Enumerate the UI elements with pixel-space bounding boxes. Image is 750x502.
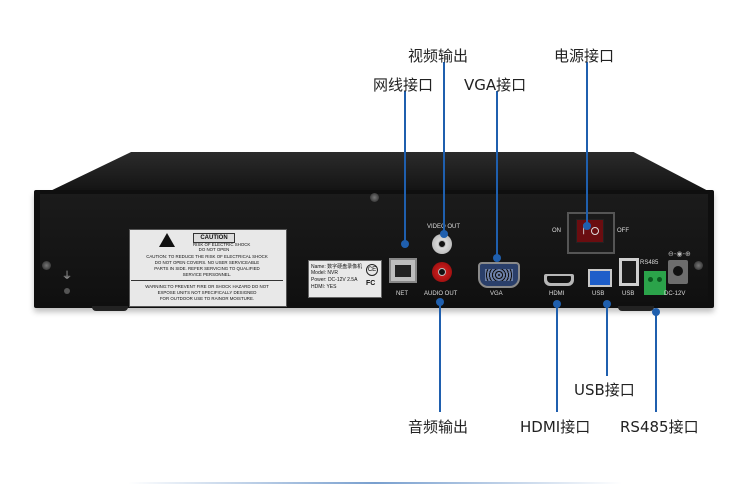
caution-line7: FOR OUTDOOR USE TO RAINOR MOISTURE. [159, 296, 255, 301]
rs485-port-label: RS485 [640, 260, 659, 266]
spec-name: Name: 数字硬盘录像机 [311, 264, 363, 270]
video-out-callout: 视频输出 [408, 47, 469, 65]
switch-off-label: OFF [617, 228, 629, 234]
power-callout-dot [583, 222, 591, 230]
hdmi-callout: HDMI接口 [520, 418, 591, 436]
screw-right [694, 261, 703, 270]
rs485-callout-line [655, 312, 657, 412]
usb-callout-line [606, 304, 608, 376]
bottom-accent-line [128, 482, 622, 484]
vga-callout-line [496, 91, 498, 258]
video-out-port [432, 234, 452, 254]
dc-power-jack [668, 260, 688, 284]
ground-icon: ⏚ [62, 271, 72, 282]
caution-line3: PARTS IN SIDE. REFER SERVICING TO QUALIF… [154, 266, 260, 271]
caution-line2: DO NOT OPEN COVERS. NO USER SERVICEABLE [154, 260, 260, 265]
device-top-cover [44, 152, 714, 194]
vga-callout: VGA接口 [464, 76, 527, 94]
spec-model: Model: NVR [311, 270, 338, 276]
hdmi-port [544, 274, 574, 286]
usb-port-1 [588, 269, 612, 287]
hdmi-callout-dot [553, 300, 561, 308]
audio-out-callout-dot [436, 298, 444, 306]
video-out-callout-dot [440, 230, 448, 238]
video-out-callout-line [443, 62, 445, 234]
rs485-callout: RS485接口 [620, 418, 699, 436]
caution-line4: SERVICE PERSONNEL. [182, 272, 232, 277]
rs485-callout-dot [652, 308, 660, 316]
hdmi-port-label: HDMI [549, 291, 565, 297]
usb-callout-dot [603, 300, 611, 308]
caution-divider [131, 280, 283, 281]
network-callout-dot [401, 240, 409, 248]
screw-top [370, 193, 379, 202]
warning-triangle-icon [159, 233, 175, 247]
usb-callout: USB接口 [574, 381, 635, 399]
screw-left [42, 261, 51, 270]
caution-sub2: DO NOT OPEN [198, 247, 230, 252]
caution-sub1: RISK OF ELECTRIC SHOCK [193, 242, 251, 247]
caution-line6: EXPOSE UNITS NOT SPECIFICALLY DESIGNED [157, 290, 257, 295]
audio-out-port [432, 262, 452, 282]
rs485-terminal [644, 271, 666, 295]
network-callout: 网线接口 [373, 76, 434, 94]
caution-title: CAUTION [193, 233, 235, 243]
network-callout-line [404, 91, 406, 242]
fc-mark: FC [366, 280, 376, 287]
spec-power: Power: DC-12V 2.5A [311, 277, 358, 283]
switch-on-icon: | [582, 224, 586, 235]
usb-port-2 [619, 258, 639, 286]
audio-out-port-label: AUDIO OUT [424, 291, 458, 297]
power-callout: 电源接口 [554, 47, 615, 65]
usb-port-1-label: USB [592, 291, 605, 297]
vga-port-label: VGA [490, 291, 503, 297]
audio-out-callout-line [439, 302, 441, 412]
spec-hdmi: HDMI: YES [311, 284, 337, 290]
ce-mark-icon: CE [366, 264, 378, 276]
caution-line1: CAUTION: TO REDUCE THE RISK OF ELECTRICA… [146, 254, 268, 259]
network-port [389, 258, 417, 283]
device-foot-right [618, 306, 654, 311]
usb-port-2-label: USB [622, 291, 635, 297]
net-port-label: NET [396, 291, 408, 297]
vga-callout-dot [493, 254, 501, 262]
hdmi-callout-line [556, 304, 558, 412]
caution-line5: WARNING:TO PREVENT FIRE OR SHOCK HAZARD … [145, 284, 269, 289]
switch-on-label: ON [552, 228, 561, 234]
audio-out-callout: 音频输出 [408, 418, 469, 436]
dc-polarity-icon: ⊖-◉-⊕ [668, 250, 691, 258]
switch-off-icon [591, 227, 599, 235]
dc-port-label: DC-12V [664, 291, 686, 297]
vga-port [478, 262, 520, 288]
power-callout-line [586, 62, 588, 226]
ground-screw [64, 288, 70, 294]
device-foot-left [92, 306, 128, 311]
